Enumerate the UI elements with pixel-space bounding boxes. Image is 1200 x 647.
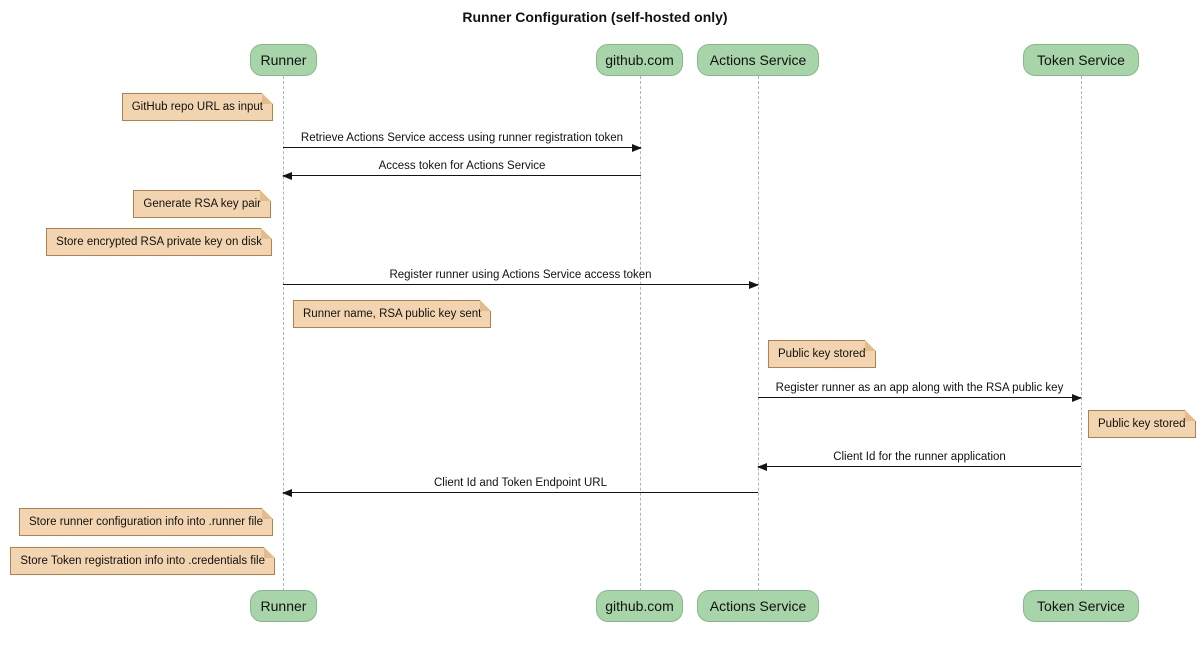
- participant-runner-top: Runner: [250, 44, 317, 76]
- message-register-runner: Register runner using Actions Service ac…: [283, 267, 759, 289]
- message-label: Client Id for the runner application: [833, 451, 1006, 463]
- lifeline-actions-service: [758, 76, 759, 591]
- participant-token-service-bottom: Token Service: [1023, 590, 1139, 622]
- note-runner-name-sent: Runner name, RSA public key sent: [293, 300, 492, 328]
- note-text: Public key stored: [778, 348, 866, 360]
- participant-runner-bottom: Runner: [250, 590, 317, 622]
- participant-actions-service-bottom: Actions Service: [697, 590, 819, 622]
- message-line: [283, 284, 758, 285]
- message-line: [283, 175, 641, 176]
- note-text: Public key stored: [1098, 418, 1186, 430]
- message-retrieve-actions-access: Retrieve Actions Service access using ru…: [283, 130, 642, 152]
- note-text: Generate RSA key pair: [143, 198, 261, 210]
- lifeline-runner: [283, 76, 284, 591]
- note-store-runner-file: Store runner configuration info into .ru…: [19, 508, 273, 536]
- message-line: [758, 397, 1081, 398]
- message-line: [283, 492, 758, 493]
- participant-github-bottom: github.com: [596, 590, 683, 622]
- note-text: Runner name, RSA public key sent: [303, 308, 482, 320]
- note-text: Store Token registration info into .cred…: [20, 555, 265, 567]
- message-line: [758, 466, 1081, 467]
- message-label: Access token for Actions Service: [378, 160, 546, 172]
- participant-token-service-top: Token Service: [1023, 44, 1139, 76]
- note-public-key-stored-actions: Public key stored: [768, 340, 876, 368]
- message-label: Client Id and Token Endpoint URL: [433, 477, 608, 489]
- arrowhead-left-icon: [282, 489, 292, 497]
- message-label: Retrieve Actions Service access using ru…: [300, 132, 624, 144]
- note-github-repo-url: GitHub repo URL as input: [121, 93, 274, 121]
- note-public-key-stored-token: Public key stored: [1088, 410, 1196, 438]
- arrowhead-left-icon: [282, 172, 292, 180]
- message-line: [283, 147, 641, 148]
- arrowhead-right-icon: [749, 281, 759, 289]
- arrowhead-left-icon: [757, 463, 767, 471]
- message-label: Register runner as an app along with the…: [775, 382, 1064, 394]
- message-label: Register runner using Actions Service ac…: [389, 269, 652, 281]
- diagram-title: Runner Configuration (self-hosted only): [462, 9, 728, 25]
- lifeline-github: [640, 76, 641, 591]
- message-register-runner-app: Register runner as an app along with the…: [758, 380, 1082, 402]
- note-generate-rsa-key-pair: Generate RSA key pair: [133, 190, 271, 218]
- participant-actions-service-top: Actions Service: [697, 44, 819, 76]
- note-store-credentials-file: Store Token registration info into .cred…: [10, 547, 275, 575]
- lifeline-token-service: [1081, 76, 1082, 591]
- message-client-id-endpoint: Client Id and Token Endpoint URL: [282, 475, 758, 497]
- participant-github-top: github.com: [596, 44, 683, 76]
- message-client-id-runner-app: Client Id for the runner application: [757, 449, 1081, 471]
- note-store-private-key: Store encrypted RSA private key on disk: [46, 228, 272, 256]
- arrowhead-right-icon: [1072, 394, 1082, 402]
- note-text: Store encrypted RSA private key on disk: [56, 236, 262, 248]
- note-text: Store runner configuration info into .ru…: [29, 516, 263, 528]
- note-text: GitHub repo URL as input: [131, 101, 263, 113]
- arrowhead-right-icon: [632, 144, 642, 152]
- message-access-token: Access token for Actions Service: [282, 158, 641, 180]
